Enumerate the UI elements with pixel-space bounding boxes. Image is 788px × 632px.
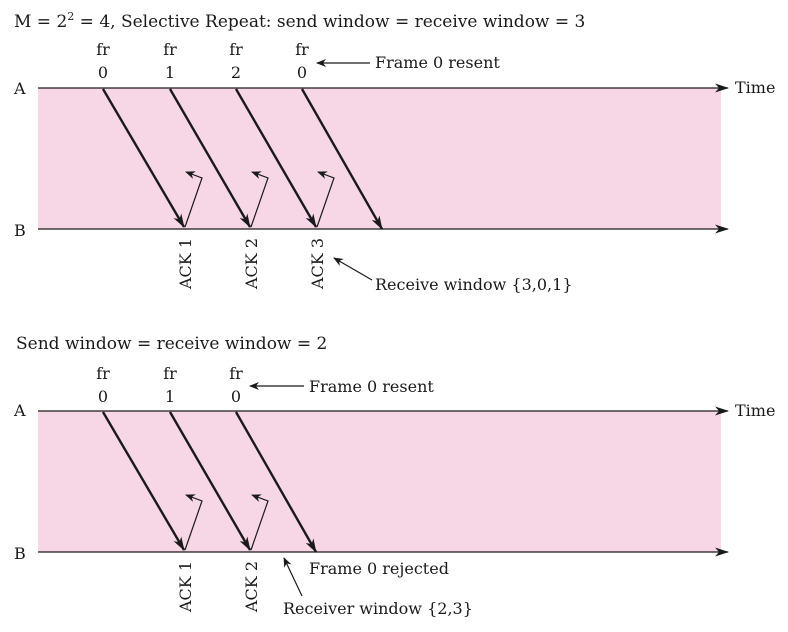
bottom-time-label: Time	[735, 401, 775, 420]
bottom-ack-arrow	[250, 494, 269, 551]
bottom-ack-label: ACK 1	[176, 561, 195, 613]
bottom-frame-label: fr	[96, 364, 110, 383]
top-line-b-label: B	[14, 221, 26, 240]
bottom-ack-arrow	[184, 494, 203, 551]
top-window-pointer	[333, 257, 373, 281]
top-frame-arrow	[234, 88, 318, 228]
bottom-title: Send window = receive window = 2	[16, 334, 327, 354]
top-ack-label: ACK 1	[176, 238, 195, 290]
top-line-a-label: A	[13, 79, 26, 98]
bottom-resent-note: Frame 0 resent	[309, 377, 434, 396]
top-ack-arrow	[316, 171, 335, 228]
top-frame-arrow	[101, 88, 186, 228]
bottom-frame-number: 0	[231, 387, 241, 406]
top-band	[38, 88, 721, 229]
bottom-ack-label: ACK 2	[242, 561, 261, 613]
top-ack-arrow	[184, 171, 203, 228]
top-ack-arrow	[250, 171, 269, 228]
bottom-window-pointer	[283, 557, 303, 597]
bottom-frame-arrow	[234, 411, 318, 553]
bottom-band	[38, 411, 721, 552]
top-frame-arrow	[300, 88, 384, 230]
top-time-label: Time	[735, 78, 775, 97]
bottom-frame-arrow	[168, 411, 252, 551]
bottom-frame-label: fr	[229, 364, 243, 383]
bottom-rejected-note: Frame 0 rejected	[309, 559, 449, 578]
top-frame-label: fr	[229, 40, 243, 59]
top-title: M = 22 = 4, Selective Repeat: send windo…	[14, 10, 585, 32]
top-frame-label: fr	[96, 40, 110, 59]
top-frame-number: 1	[165, 63, 175, 82]
bottom-line-b-label: B	[14, 544, 26, 563]
top-frame-label: fr	[295, 40, 309, 59]
top-frame-number: 0	[98, 63, 108, 82]
bottom-frame-label: fr	[163, 364, 177, 383]
top-frame-arrow	[168, 88, 252, 228]
bottom-frame-number: 1	[165, 387, 175, 406]
top-frame-number: 2	[231, 63, 241, 82]
bottom-receiver-window-note: Receiver window {2,3}	[283, 599, 473, 618]
bottom-line-a-label: A	[13, 401, 26, 420]
bottom-frame-arrow	[101, 411, 186, 551]
top-frame-number: 0	[297, 63, 307, 82]
top-receive-window-note: Receive window {3,0,1}	[375, 275, 573, 294]
top-frame-label: fr	[163, 40, 177, 59]
top-ack-label: ACK 2	[242, 238, 261, 290]
bottom-frame-number: 0	[98, 387, 108, 406]
top-ack-label: ACK 3	[308, 238, 327, 290]
top-resent-note: Frame 0 resent	[375, 53, 500, 72]
